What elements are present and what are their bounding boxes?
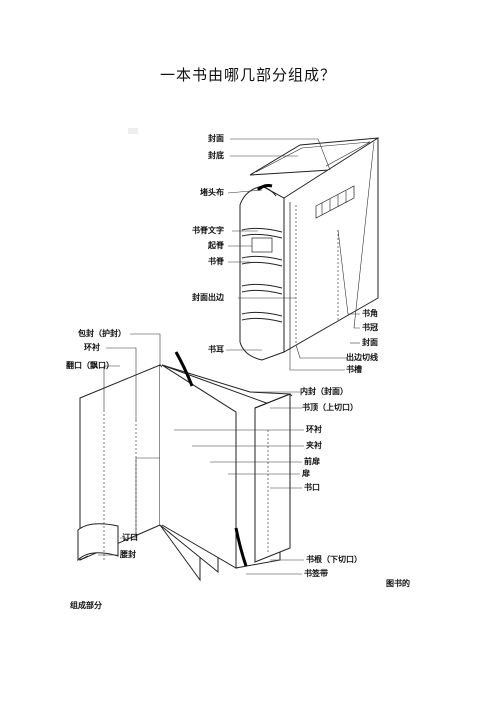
label-inner-cover: 内封（封面） — [300, 387, 348, 396]
label-spine: 书脊 — [208, 257, 224, 266]
label-headband: 堵头布 — [200, 188, 224, 197]
label-raised-band: 起脊 — [208, 241, 224, 250]
label-front-matter: 前扉 — [304, 457, 320, 466]
label-bookmark-ribbon: 书签带 — [304, 569, 328, 578]
label-corner: 书角 — [362, 309, 378, 318]
page-title: 一本书由哪几部分组成？ — [159, 66, 336, 84]
label-endpaper-right: 环衬 — [306, 425, 322, 434]
label-gutter: 订口 — [122, 533, 138, 542]
label-belly-band: 腰封 — [120, 550, 136, 559]
figure-caption-line2: 组成部分 — [70, 601, 102, 610]
label-fore-edge: 书口 — [304, 483, 320, 492]
label-top-edge: 书顶（上切口） — [302, 403, 358, 412]
label-groove: 书槽 — [346, 365, 362, 374]
label-flyleaf: 夹衬 — [306, 441, 322, 450]
label-tail-edge: 书根（下切口） — [306, 555, 362, 564]
open-book-illustration — [77, 351, 293, 582]
label-back-cover: 封底 — [208, 151, 224, 160]
top-leader-lines — [226, 138, 375, 371]
label-endpaper-left: 环衬 — [84, 343, 100, 352]
label-cover-overhang: 封面出边 — [192, 293, 224, 302]
label-title-page: 扉 — [302, 469, 310, 478]
label-crown: 书冠 — [362, 323, 378, 332]
label-spine-text: 书脊文字 — [192, 226, 224, 235]
closed-book-illustration — [239, 137, 379, 361]
label-cover: 封面 — [208, 134, 224, 143]
label-hinge: 书耳 — [208, 345, 224, 354]
label-cover-right: 封面 — [362, 338, 378, 347]
bottom-leader-lines — [98, 333, 304, 575]
label-dust-jacket: 包封（护封） — [78, 329, 126, 338]
figure-caption-line1: 图书的 — [386, 579, 410, 588]
label-fore-edge-left: 翻口（飘口） — [66, 361, 114, 370]
label-overhang-line: 出边切线 — [346, 353, 378, 362]
